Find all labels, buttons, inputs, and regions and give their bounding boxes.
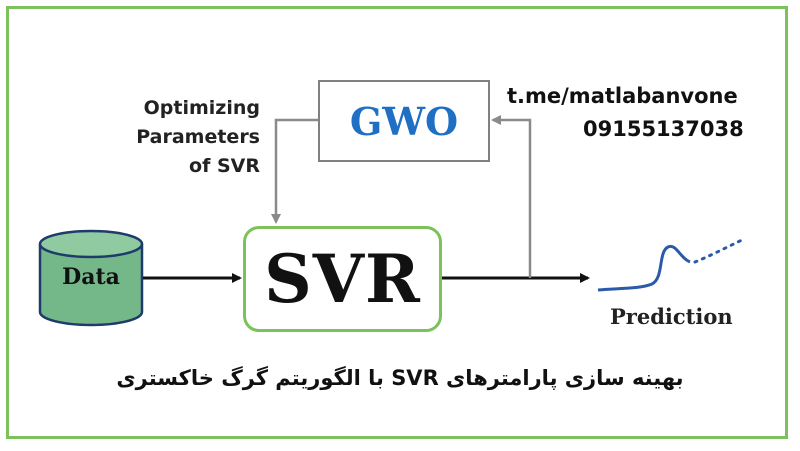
optimizing-line-2: Parameters (136, 126, 260, 148)
diagram-frame (6, 6, 788, 439)
arrow-output-to-gwo (491, 115, 532, 278)
optimizing-line-1: Optimizing (143, 97, 260, 119)
caption: بهینه سازی پارامترهای SVR با الگوریتم گر… (116, 366, 684, 390)
arrow-gwo-to-svr (271, 118, 318, 224)
svr-box: SVR (243, 226, 442, 332)
prediction-label: Prediction (610, 304, 733, 329)
optimizing-parameters-label: Optimizing Parameters of SVR (90, 94, 260, 181)
svr-label: SVR (264, 240, 421, 318)
prediction-curve (597, 244, 691, 292)
prediction-forecast-dots (693, 238, 744, 264)
data-label: Data (62, 264, 120, 290)
gwo-label: GWO (349, 98, 459, 144)
data-cylinder (38, 229, 144, 327)
gwo-box: GWO (318, 80, 490, 162)
contact-link: t.me/matlabanvone (507, 84, 738, 108)
contact-phone: 09155137038 (583, 117, 744, 141)
optimizing-line-3: of SVR (189, 155, 260, 177)
contact-info: t.me/matlabanvone 09155137038 (507, 80, 744, 146)
